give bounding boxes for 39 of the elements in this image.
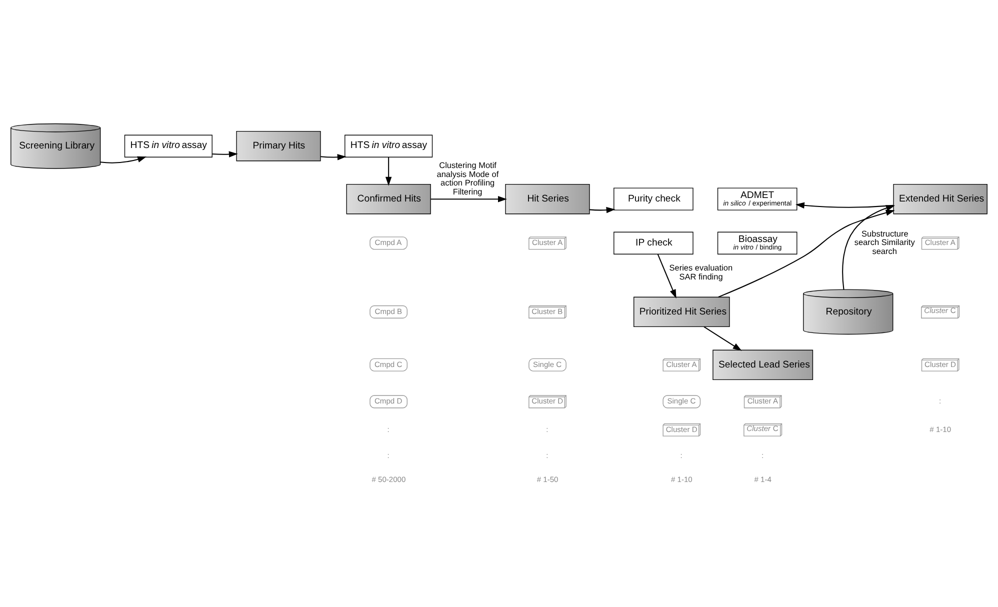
label: :: [546, 450, 548, 460]
arrow: [718, 209, 895, 298]
node-box: Primary Hits: [236, 130, 321, 161]
label: :: [387, 450, 390, 460]
arrow: [385, 156, 392, 186]
label: # 1-50: [536, 474, 558, 484]
arrow: [842, 204, 895, 290]
arrow: [795, 202, 894, 208]
node-box: Hit Series: [505, 183, 590, 214]
label: # 1-10: [670, 474, 692, 484]
node-box: Selected Lead Series: [712, 349, 814, 380]
label: :: [680, 450, 682, 460]
node-box: Purity check: [614, 187, 694, 210]
node-box: Extended Hit Series: [893, 183, 988, 214]
label: :: [938, 396, 942, 406]
arrow: [589, 206, 616, 213]
node-box: Cmpd B: [370, 304, 408, 318]
node-box: Cmpd C: [370, 358, 408, 371]
arrow: [100, 156, 147, 163]
label: # 1-10: [930, 424, 952, 434]
arrow: [657, 254, 676, 298]
node-box: HTS in vitro assay: [344, 134, 433, 157]
node-box: HTS in vitro assay: [124, 134, 212, 157]
label: :: [761, 450, 764, 460]
label: # 50-2000: [372, 474, 406, 484]
arrow: [430, 195, 507, 202]
label: :: [387, 424, 390, 434]
arrow: [212, 150, 238, 157]
node-box: IP check: [614, 231, 694, 254]
node-box: Cmpd A: [370, 236, 408, 250]
node-box: Single C: [528, 358, 566, 371]
arrow: [704, 326, 742, 350]
label: # 1-4: [754, 474, 772, 484]
node-box: Single C: [662, 394, 701, 408]
node-box: Confirmed Hits: [346, 183, 431, 214]
arrow: [320, 154, 346, 160]
label: :: [546, 424, 548, 434]
node-box: Prioritized Hit Series: [634, 296, 730, 327]
node-box: Cmpd D: [370, 394, 408, 408]
